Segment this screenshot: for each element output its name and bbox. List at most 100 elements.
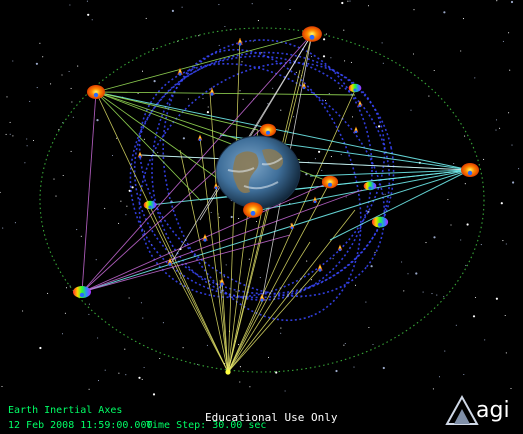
star	[463, 373, 465, 376]
star	[496, 0, 498, 2]
time-step-readout: Time Step: 30.00 sec	[146, 420, 267, 431]
star	[124, 348, 126, 350]
star	[323, 38, 326, 41]
star	[61, 74, 63, 76]
star	[97, 380, 100, 382]
star	[32, 139, 35, 142]
link-line	[81, 169, 471, 293]
star	[310, 279, 312, 281]
star	[378, 125, 381, 128]
star	[180, 277, 182, 279]
star	[372, 343, 374, 346]
star	[509, 69, 511, 71]
star	[140, 302, 142, 304]
star	[111, 154, 114, 157]
satellite-marker	[266, 130, 270, 135]
star	[187, 98, 189, 100]
star	[182, 137, 185, 140]
star	[428, 95, 430, 97]
satellite-marker	[210, 92, 214, 96]
star	[275, 371, 278, 374]
satellite-marker	[378, 222, 382, 227]
inner-orbit-path	[138, 62, 386, 298]
ground-station	[225, 369, 231, 375]
star	[239, 381, 241, 383]
satellite-icon	[312, 196, 318, 203]
star	[47, 292, 49, 294]
star	[152, 393, 156, 396]
star	[95, 259, 97, 261]
star	[181, 6, 183, 8]
date-time-readout: 12 Feb 2008 11:59:00.000	[8, 420, 153, 431]
star	[71, 101, 73, 103]
earth-clouds	[227, 157, 283, 190]
star	[495, 129, 497, 131]
ground-station-icon	[225, 369, 231, 375]
star	[344, 342, 346, 345]
star	[39, 346, 42, 350]
star	[295, 71, 297, 73]
star	[504, 314, 506, 317]
star	[118, 222, 120, 224]
satellite-icon	[137, 151, 143, 158]
satellite-marker	[203, 238, 207, 242]
star	[310, 56, 313, 58]
satellite-marker	[250, 210, 256, 216]
link-line	[309, 169, 471, 177]
link-line	[329, 169, 471, 241]
star	[248, 258, 250, 260]
star	[131, 186, 134, 189]
star	[207, 106, 209, 108]
star	[104, 207, 106, 209]
link-line	[81, 91, 97, 293]
star	[367, 5, 370, 7]
star	[2, 227, 4, 229]
satellite-marker	[309, 34, 315, 40]
star	[345, 196, 347, 198]
star	[145, 17, 147, 19]
star	[432, 388, 434, 390]
satellite-icon	[317, 263, 323, 271]
satellite-icon	[357, 100, 363, 107]
star	[272, 87, 274, 89]
star	[202, 98, 204, 100]
star	[368, 326, 370, 329]
star	[5, 133, 7, 135]
star	[344, 60, 346, 62]
satellite-marker	[328, 182, 332, 187]
star	[407, 273, 409, 275]
star	[241, 61, 243, 63]
satellite-marker	[260, 298, 264, 302]
star	[58, 129, 60, 131]
star	[53, 178, 55, 180]
star	[484, 339, 486, 341]
star	[62, 174, 64, 177]
star	[218, 216, 220, 218]
star	[88, 388, 90, 390]
star	[50, 83, 52, 85]
star	[443, 11, 446, 14]
earth-land	[262, 148, 284, 170]
star	[462, 18, 465, 20]
inner-orbit-path	[151, 39, 373, 301]
star	[55, 195, 57, 197]
satellite-icon	[87, 85, 105, 99]
starfield	[0, 0, 520, 396]
star	[412, 53, 415, 55]
star	[120, 200, 122, 202]
axes-label: Earth Inertial Axes	[8, 405, 123, 416]
star	[206, 344, 208, 346]
inner-orbit-path	[162, 48, 362, 322]
satellite-marker	[214, 186, 218, 190]
star	[324, 99, 327, 102]
star	[218, 44, 220, 46]
star	[88, 313, 90, 315]
link-line	[227, 241, 311, 373]
star	[259, 277, 261, 279]
star	[255, 220, 258, 223]
star	[480, 244, 482, 246]
link-line	[227, 181, 331, 373]
earth-sphere	[215, 135, 301, 209]
